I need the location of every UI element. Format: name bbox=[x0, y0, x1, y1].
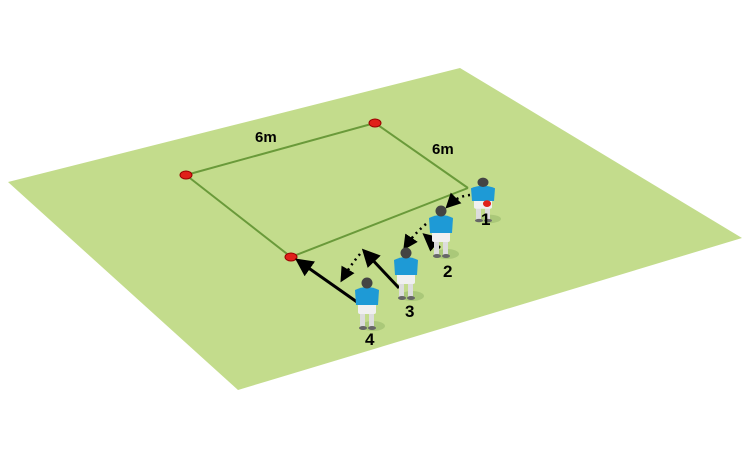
field bbox=[8, 68, 742, 390]
grid-line-right bbox=[374, 122, 469, 189]
cone-icon bbox=[368, 118, 382, 128]
grid-line-bottom bbox=[290, 187, 469, 258]
grid-line-top bbox=[185, 122, 376, 176]
grid-line-left bbox=[185, 174, 292, 258]
pass-arrows bbox=[340, 192, 471, 283]
cone-icon bbox=[284, 252, 298, 262]
distance-label-top: 6m bbox=[255, 129, 277, 146]
grid-square bbox=[185, 122, 469, 258]
player-number-1: 1 bbox=[481, 210, 490, 229]
cone-icon bbox=[179, 170, 193, 180]
player-number-4: 4 bbox=[365, 330, 375, 349]
solid-arrow-icon bbox=[361, 248, 401, 290]
player-number-3: 3 bbox=[405, 302, 414, 321]
dotted-arrow-icon bbox=[445, 192, 471, 209]
player-1 bbox=[471, 177, 501, 224]
cones bbox=[179, 118, 382, 262]
player-number-2: 2 bbox=[443, 262, 452, 281]
solid-arrow-icon bbox=[295, 258, 358, 304]
ball-icon bbox=[483, 200, 491, 207]
distance-label-right: 6m bbox=[432, 141, 454, 158]
